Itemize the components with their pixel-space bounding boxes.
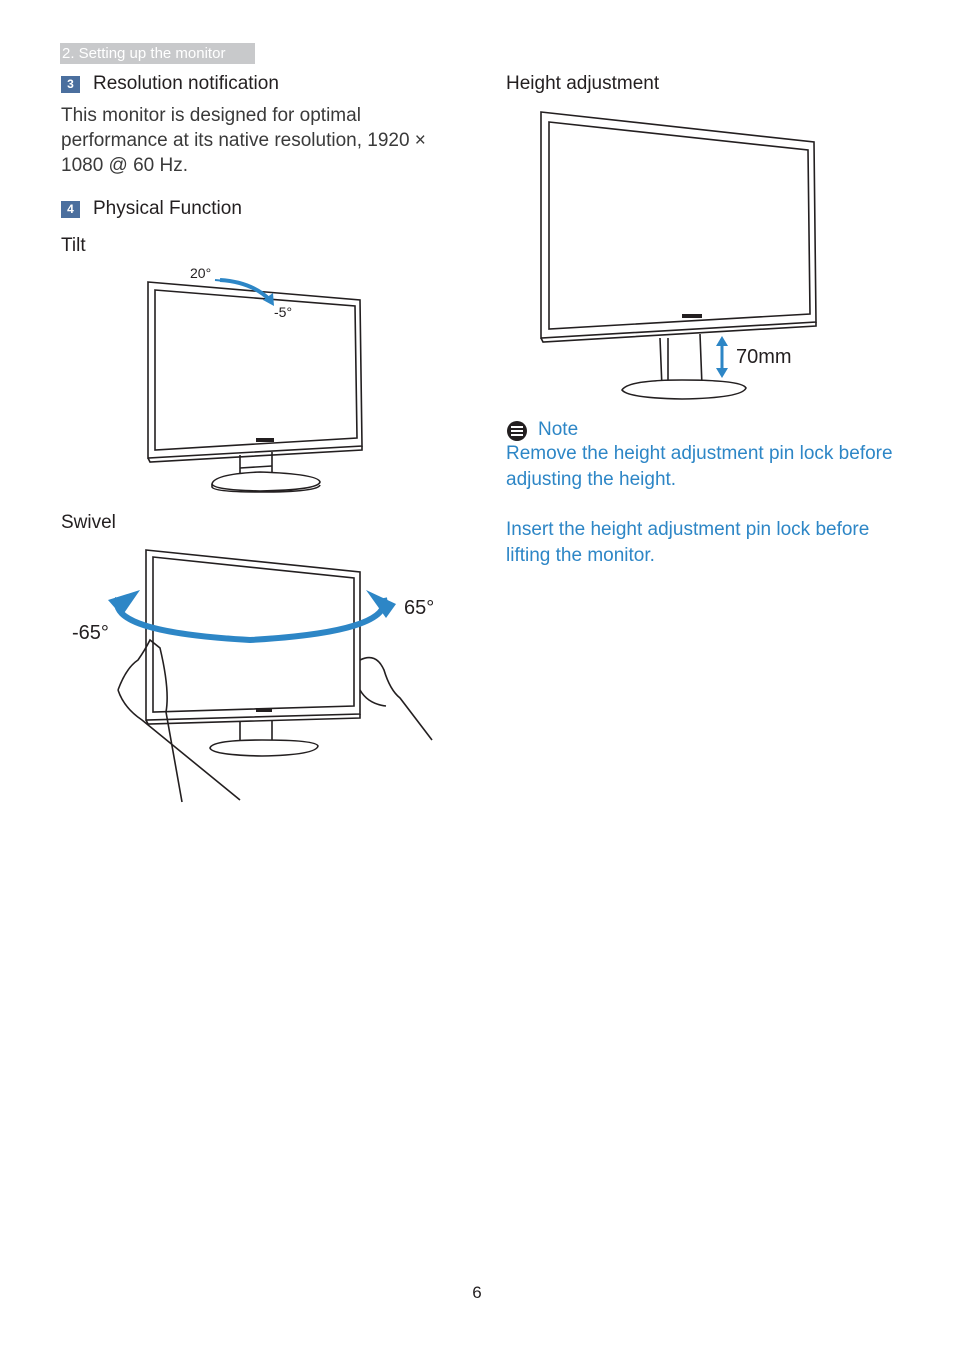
height-label: Height adjustment <box>506 73 660 94</box>
height-range: 70mm <box>736 346 792 368</box>
swivel-angle-right: 65° <box>404 597 435 619</box>
chapter-header: 2. Setting up the monitor <box>60 43 255 64</box>
tilt-angle-down: -5° <box>274 304 293 320</box>
philips-logo-mark <box>256 438 274 442</box>
philips-logo-mark <box>256 708 272 712</box>
section-title-resolution: Resolution notification <box>93 73 279 94</box>
tilt-angle-up: 20° <box>190 265 212 281</box>
section-title-physical: Physical Function <box>93 198 242 219</box>
page-number: 6 <box>472 1283 482 1302</box>
note-icon <box>507 421 527 441</box>
note-title: Note <box>538 419 579 440</box>
swivel-angle-left: -65° <box>72 622 109 644</box>
philips-logo-mark <box>682 314 702 318</box>
section-number-badge: 4 <box>61 201 80 218</box>
note-line-insert: Insert the height adjustment pin lock be… <box>506 519 870 566</box>
resolution-body: This monitor is designed for optimal per… <box>61 105 426 176</box>
note-line-remove: Remove the height adjustment pin lock be… <box>506 443 893 490</box>
section-number-badge: 3 <box>61 76 80 93</box>
tilt-label: Tilt <box>61 235 86 256</box>
swivel-label: Swivel <box>61 512 116 533</box>
